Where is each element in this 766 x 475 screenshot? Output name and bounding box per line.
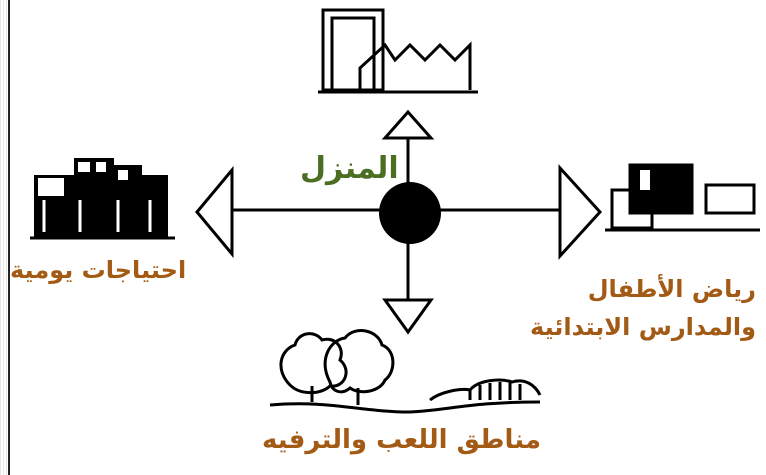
arrow-bottom bbox=[382, 298, 434, 335]
home-label: المنزل bbox=[300, 151, 399, 186]
schools-label-line2: والمدارس الابتدائية bbox=[530, 313, 756, 341]
page-border-line bbox=[8, 0, 10, 475]
schools-label: رياض الأطفال والمدارس الابتدائية bbox=[530, 270, 756, 346]
shops-icon bbox=[30, 158, 175, 240]
arrow-left bbox=[195, 165, 234, 259]
park-trees-icon bbox=[269, 329, 542, 414]
page-border-pattern bbox=[0, 0, 9, 475]
factory-icon bbox=[318, 8, 478, 94]
daily-needs-label: احتياجات يومية bbox=[10, 256, 187, 284]
home-node bbox=[379, 182, 441, 244]
school-icon bbox=[605, 163, 760, 232]
arrow-top bbox=[381, 109, 435, 140]
arrow-right bbox=[558, 164, 603, 260]
schools-label-line1: رياض الأطفال bbox=[587, 275, 756, 303]
play-recreation-label: مناطق اللعب والترفيه bbox=[262, 425, 542, 455]
